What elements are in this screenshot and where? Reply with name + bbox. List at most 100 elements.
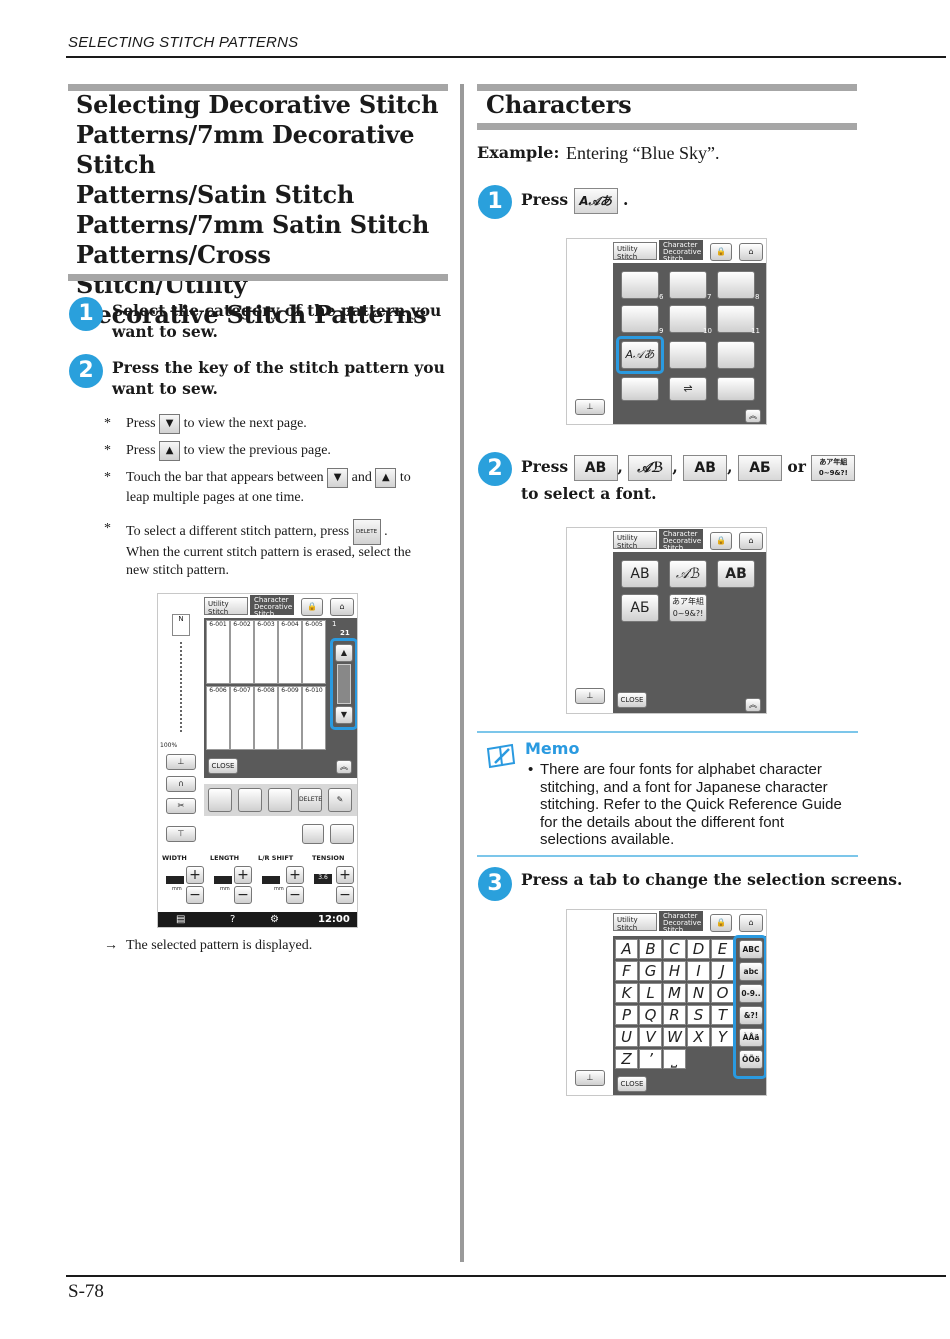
- font-key-japanese[interactable]: あア年組 0~9&?!: [669, 594, 707, 622]
- pocket-icon[interactable]: [621, 377, 659, 401]
- category-key[interactable]: [621, 305, 659, 333]
- letter-key[interactable]: Y: [711, 1027, 734, 1047]
- scissors-icon[interactable]: ✂: [166, 798, 196, 814]
- letter-key[interactable]: L: [639, 983, 662, 1003]
- category-key[interactable]: [717, 305, 755, 333]
- chevron-up-icon[interactable]: ︽: [336, 760, 352, 774]
- pattern-key[interactable]: 6-003: [254, 620, 278, 684]
- memory-icon[interactable]: [302, 824, 324, 844]
- letter-key[interactable]: P: [615, 1005, 638, 1025]
- letter-key[interactable]: X: [687, 1027, 710, 1047]
- home-icon[interactable]: ⌂: [330, 598, 354, 616]
- needle-position-icon[interactable]: ⊥: [575, 688, 605, 704]
- letter-key[interactable]: R: [663, 1005, 686, 1025]
- pattern-key[interactable]: 6-008: [254, 686, 278, 750]
- lock-icon[interactable]: 🔒: [710, 532, 732, 550]
- pattern-key[interactable]: 6-002: [230, 620, 254, 684]
- character-category-key[interactable]: A𝒜あ: [621, 341, 659, 369]
- settings-icon[interactable]: ⚙: [270, 914, 279, 925]
- needle-position-icon[interactable]: ⊥: [575, 1070, 605, 1086]
- tab-character-decorative[interactable]: Character Decorative Stitch: [659, 911, 703, 934]
- tab-utility-stitch[interactable]: Utility Stitch: [613, 531, 657, 550]
- tension-plus-button[interactable]: +: [336, 866, 354, 884]
- home-icon[interactable]: ⌂: [739, 532, 763, 550]
- lock-icon[interactable]: 🔒: [710, 243, 732, 261]
- letter-key[interactable]: I: [687, 961, 710, 981]
- chevron-up-icon[interactable]: ︽: [745, 409, 761, 423]
- tab-character-decorative[interactable]: Character Decorative Stitch: [659, 529, 703, 552]
- category-key[interactable]: [717, 341, 755, 369]
- category-key[interactable]: [621, 271, 659, 299]
- tab-symbols[interactable]: &?!: [739, 1006, 763, 1025]
- lock-icon[interactable]: 🔒: [301, 598, 323, 616]
- pattern-key[interactable]: 6-009: [278, 686, 302, 750]
- letter-key[interactable]: K: [615, 983, 638, 1003]
- pattern-key[interactable]: 6-007: [230, 686, 254, 750]
- edit-tool-icon[interactable]: [238, 788, 262, 812]
- close-button[interactable]: CLOSE: [208, 758, 238, 774]
- page-down-button[interactable]: ▼: [335, 706, 353, 724]
- letter-key[interactable]: E: [711, 939, 734, 959]
- pattern-key[interactable]: 6-004: [278, 620, 302, 684]
- manual-icon[interactable]: ▤: [176, 914, 186, 925]
- delete-button[interactable]: DELETE: [298, 788, 322, 812]
- needle-position-icon[interactable]: ⊥: [166, 754, 196, 770]
- letter-key[interactable]: T: [711, 1005, 734, 1025]
- page-up-button[interactable]: ▲: [335, 644, 353, 662]
- letter-key[interactable]: O: [711, 983, 734, 1003]
- width-plus-button[interactable]: +: [186, 866, 204, 884]
- width-minus-button[interactable]: −: [186, 886, 204, 904]
- tab-accented-1[interactable]: ÀÅä: [739, 1028, 763, 1047]
- letter-key[interactable]: ’: [639, 1049, 662, 1069]
- shift-minus-button[interactable]: −: [286, 886, 304, 904]
- lock-icon[interactable]: 🔒: [710, 914, 732, 932]
- pencil-icon[interactable]: ✎: [328, 788, 352, 812]
- letter-key[interactable]: H: [663, 961, 686, 981]
- tab-character-decorative[interactable]: Character Decorative Stitch: [250, 595, 294, 618]
- edit-tool-icon[interactable]: [208, 788, 232, 812]
- letter-key[interactable]: S: [687, 1005, 710, 1025]
- tab-lowercase[interactable]: abc: [739, 962, 763, 981]
- letter-key[interactable]: B: [639, 939, 662, 959]
- font-key[interactable]: AБ: [621, 594, 659, 622]
- home-icon[interactable]: ⌂: [739, 243, 763, 261]
- letter-key[interactable]: Q: [639, 1005, 662, 1025]
- font-key[interactable]: AB: [621, 560, 659, 588]
- pattern-key[interactable]: 6-006: [206, 686, 230, 750]
- letter-key[interactable]: F: [615, 961, 638, 981]
- help-button[interactable]: ?: [230, 914, 236, 925]
- usb-icon[interactable]: ⇌: [669, 377, 707, 401]
- letter-key[interactable]: J: [711, 961, 734, 981]
- category-key[interactable]: [669, 305, 707, 333]
- shift-plus-button[interactable]: +: [286, 866, 304, 884]
- letter-key[interactable]: G: [639, 961, 662, 981]
- letter-key[interactable]: Z: [615, 1049, 638, 1069]
- tab-numbers[interactable]: 0-9..: [739, 984, 763, 1003]
- tab-utility-stitch[interactable]: Utility Stitch: [204, 597, 248, 616]
- thread-icon[interactable]: ∩: [166, 776, 196, 792]
- letter-key[interactable]: D: [687, 939, 710, 959]
- length-minus-button[interactable]: −: [234, 886, 252, 904]
- edit-tool-icon[interactable]: [268, 788, 292, 812]
- pattern-key[interactable]: 6-010: [302, 686, 326, 750]
- length-plus-button[interactable]: +: [234, 866, 252, 884]
- letter-key[interactable]: C: [663, 939, 686, 959]
- page-scroll-bar[interactable]: [337, 664, 351, 704]
- needle-position-icon[interactable]: ⊥: [575, 399, 605, 415]
- tab-uppercase[interactable]: ABC: [739, 940, 763, 959]
- letter-key[interactable]: U: [615, 1027, 638, 1047]
- letter-key[interactable]: W: [663, 1027, 686, 1047]
- tab-utility-stitch[interactable]: Utility Stitch: [613, 242, 657, 261]
- tab-accented-2[interactable]: ÖÕö: [739, 1050, 763, 1069]
- pocket-icon[interactable]: [330, 824, 354, 844]
- space-key[interactable]: ⎵: [663, 1049, 686, 1069]
- tab-character-decorative[interactable]: Character Decorative Stitch: [659, 240, 703, 263]
- letter-key[interactable]: N: [687, 983, 710, 1003]
- font-key[interactable]: AB: [717, 560, 755, 588]
- letter-key[interactable]: M: [663, 983, 686, 1003]
- category-key[interactable]: [717, 271, 755, 299]
- tab-utility-stitch[interactable]: Utility Stitch: [613, 913, 657, 932]
- close-button[interactable]: CLOSE: [617, 692, 647, 708]
- category-key[interactable]: [669, 271, 707, 299]
- letter-key[interactable]: V: [639, 1027, 662, 1047]
